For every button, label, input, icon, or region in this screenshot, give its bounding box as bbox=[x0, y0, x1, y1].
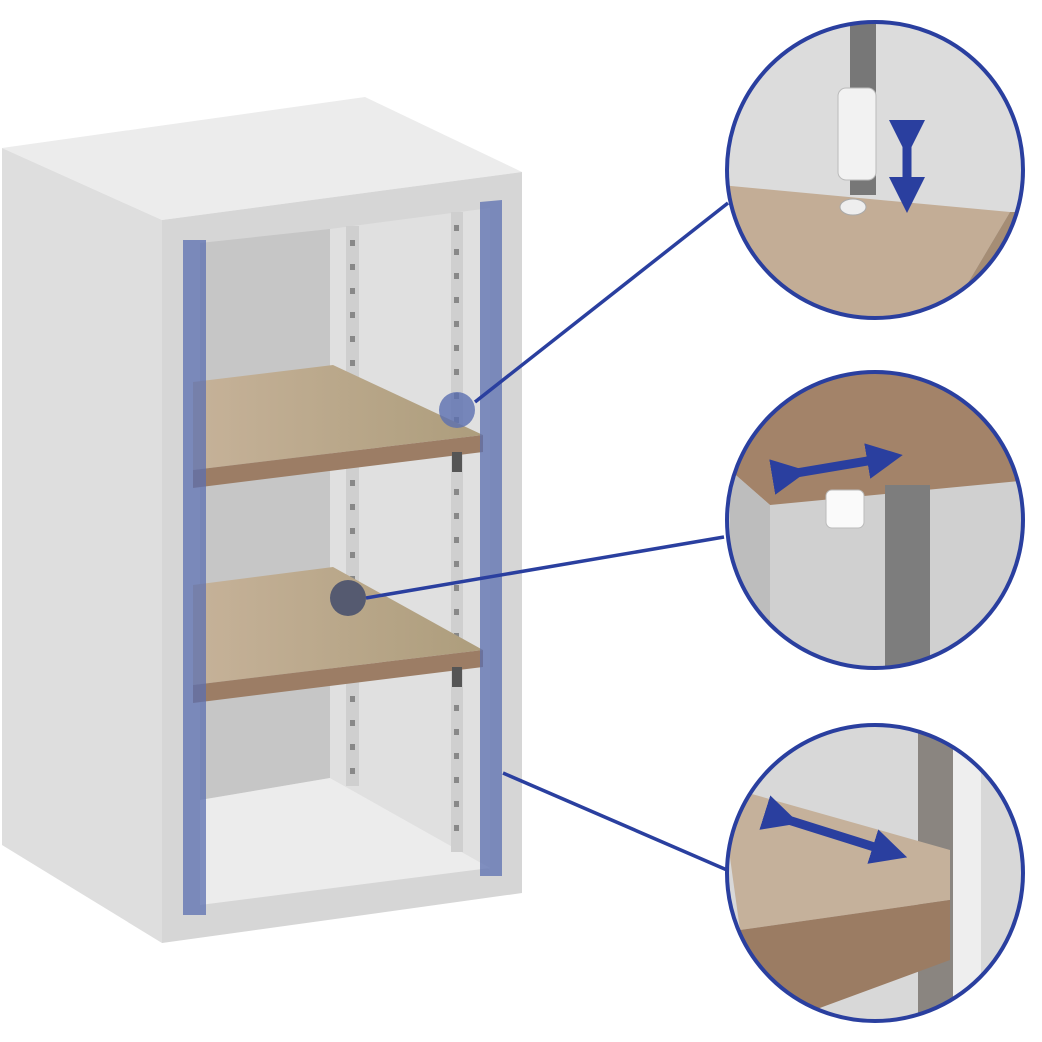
shelf-upper bbox=[193, 365, 483, 488]
cabinet-inner-right-wall bbox=[330, 208, 490, 870]
cabinet-back-wall bbox=[200, 229, 330, 800]
marker-pin-lower bbox=[330, 580, 366, 616]
callout-1 bbox=[725, 20, 1025, 320]
rail-slot bbox=[454, 801, 459, 807]
callout-2 bbox=[725, 370, 1025, 670]
rail-slot bbox=[454, 777, 459, 783]
rail-slot bbox=[350, 480, 355, 486]
rail-slot bbox=[454, 609, 459, 615]
rail-slot bbox=[350, 360, 355, 366]
cabinet bbox=[2, 97, 522, 943]
rail-slot bbox=[454, 249, 459, 255]
shelf-lower bbox=[193, 567, 483, 703]
rail-slot bbox=[350, 288, 355, 294]
rail-slot bbox=[454, 321, 459, 327]
rail-slot bbox=[454, 345, 459, 351]
rail-slot bbox=[350, 552, 355, 558]
rail-slot bbox=[454, 489, 459, 495]
rail-slot bbox=[350, 528, 355, 534]
rail-slot bbox=[350, 312, 355, 318]
upright-right bbox=[480, 200, 502, 876]
rail-slot bbox=[454, 225, 459, 231]
cabinet-left-side bbox=[2, 148, 162, 943]
cabinet-top bbox=[2, 97, 522, 220]
upright-left bbox=[183, 240, 206, 915]
diagonal-arrow-icon bbox=[759, 795, 908, 864]
rail-slot bbox=[454, 729, 459, 735]
cabinet-floor bbox=[200, 778, 490, 905]
marker-pin-upper bbox=[439, 392, 475, 428]
left-right-arrow-icon bbox=[769, 443, 903, 495]
rail-slot bbox=[350, 696, 355, 702]
rail-slot bbox=[350, 768, 355, 774]
rail-slot bbox=[350, 504, 355, 510]
rail-slot bbox=[454, 585, 459, 591]
callout-lines bbox=[365, 201, 730, 872]
callout-3 bbox=[725, 723, 1025, 1023]
rail-slot bbox=[454, 561, 459, 567]
rail-slot bbox=[454, 825, 459, 831]
rail-slot bbox=[454, 273, 459, 279]
rail-slot bbox=[350, 240, 355, 246]
rail-slot bbox=[454, 513, 459, 519]
rail-slot bbox=[454, 753, 459, 759]
rail-slot bbox=[454, 537, 459, 543]
rail-slot bbox=[350, 264, 355, 270]
rail-slot bbox=[454, 297, 459, 303]
rail-slot bbox=[454, 705, 459, 711]
rail-slot bbox=[454, 369, 459, 375]
rail-slot bbox=[350, 744, 355, 750]
rail-slot bbox=[350, 336, 355, 342]
rail-slot bbox=[350, 720, 355, 726]
